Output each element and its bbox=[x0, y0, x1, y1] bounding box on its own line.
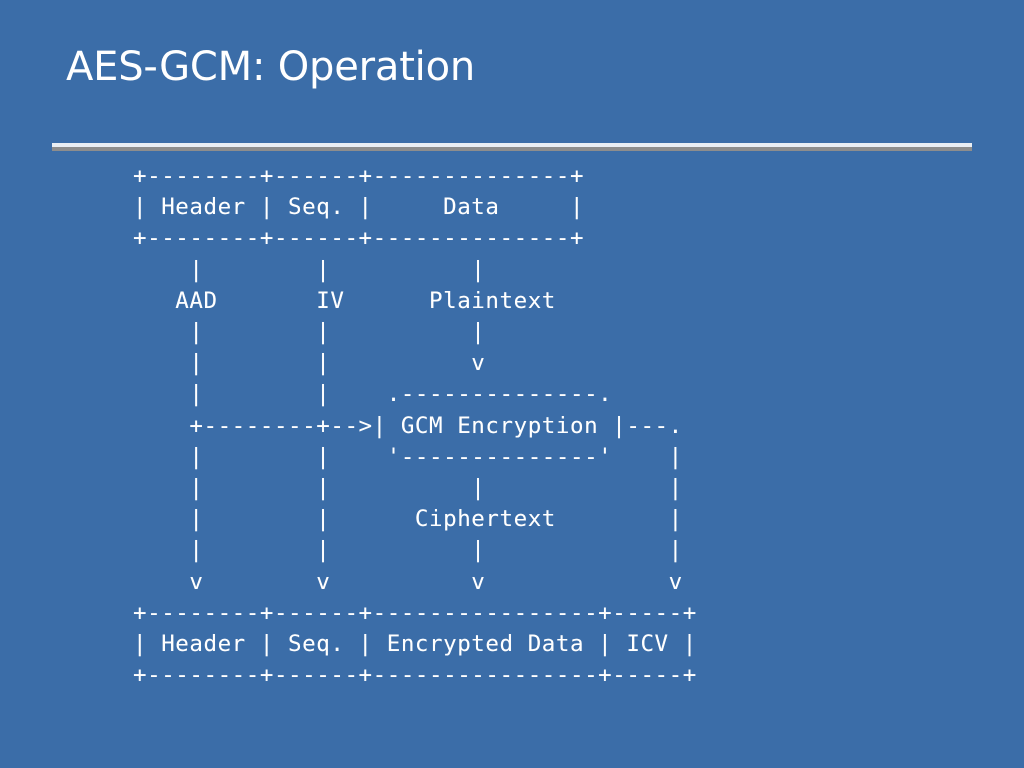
title-block: AES-GCM: Operation bbox=[0, 40, 1024, 151]
aes-gcm-operation-ascii-diagram: +--------+------+--------------+ | Heade… bbox=[133, 163, 697, 689]
title-underline-shadow bbox=[52, 147, 972, 151]
page-title: AES-GCM: Operation bbox=[66, 44, 476, 90]
title-underline-rule bbox=[52, 143, 972, 147]
